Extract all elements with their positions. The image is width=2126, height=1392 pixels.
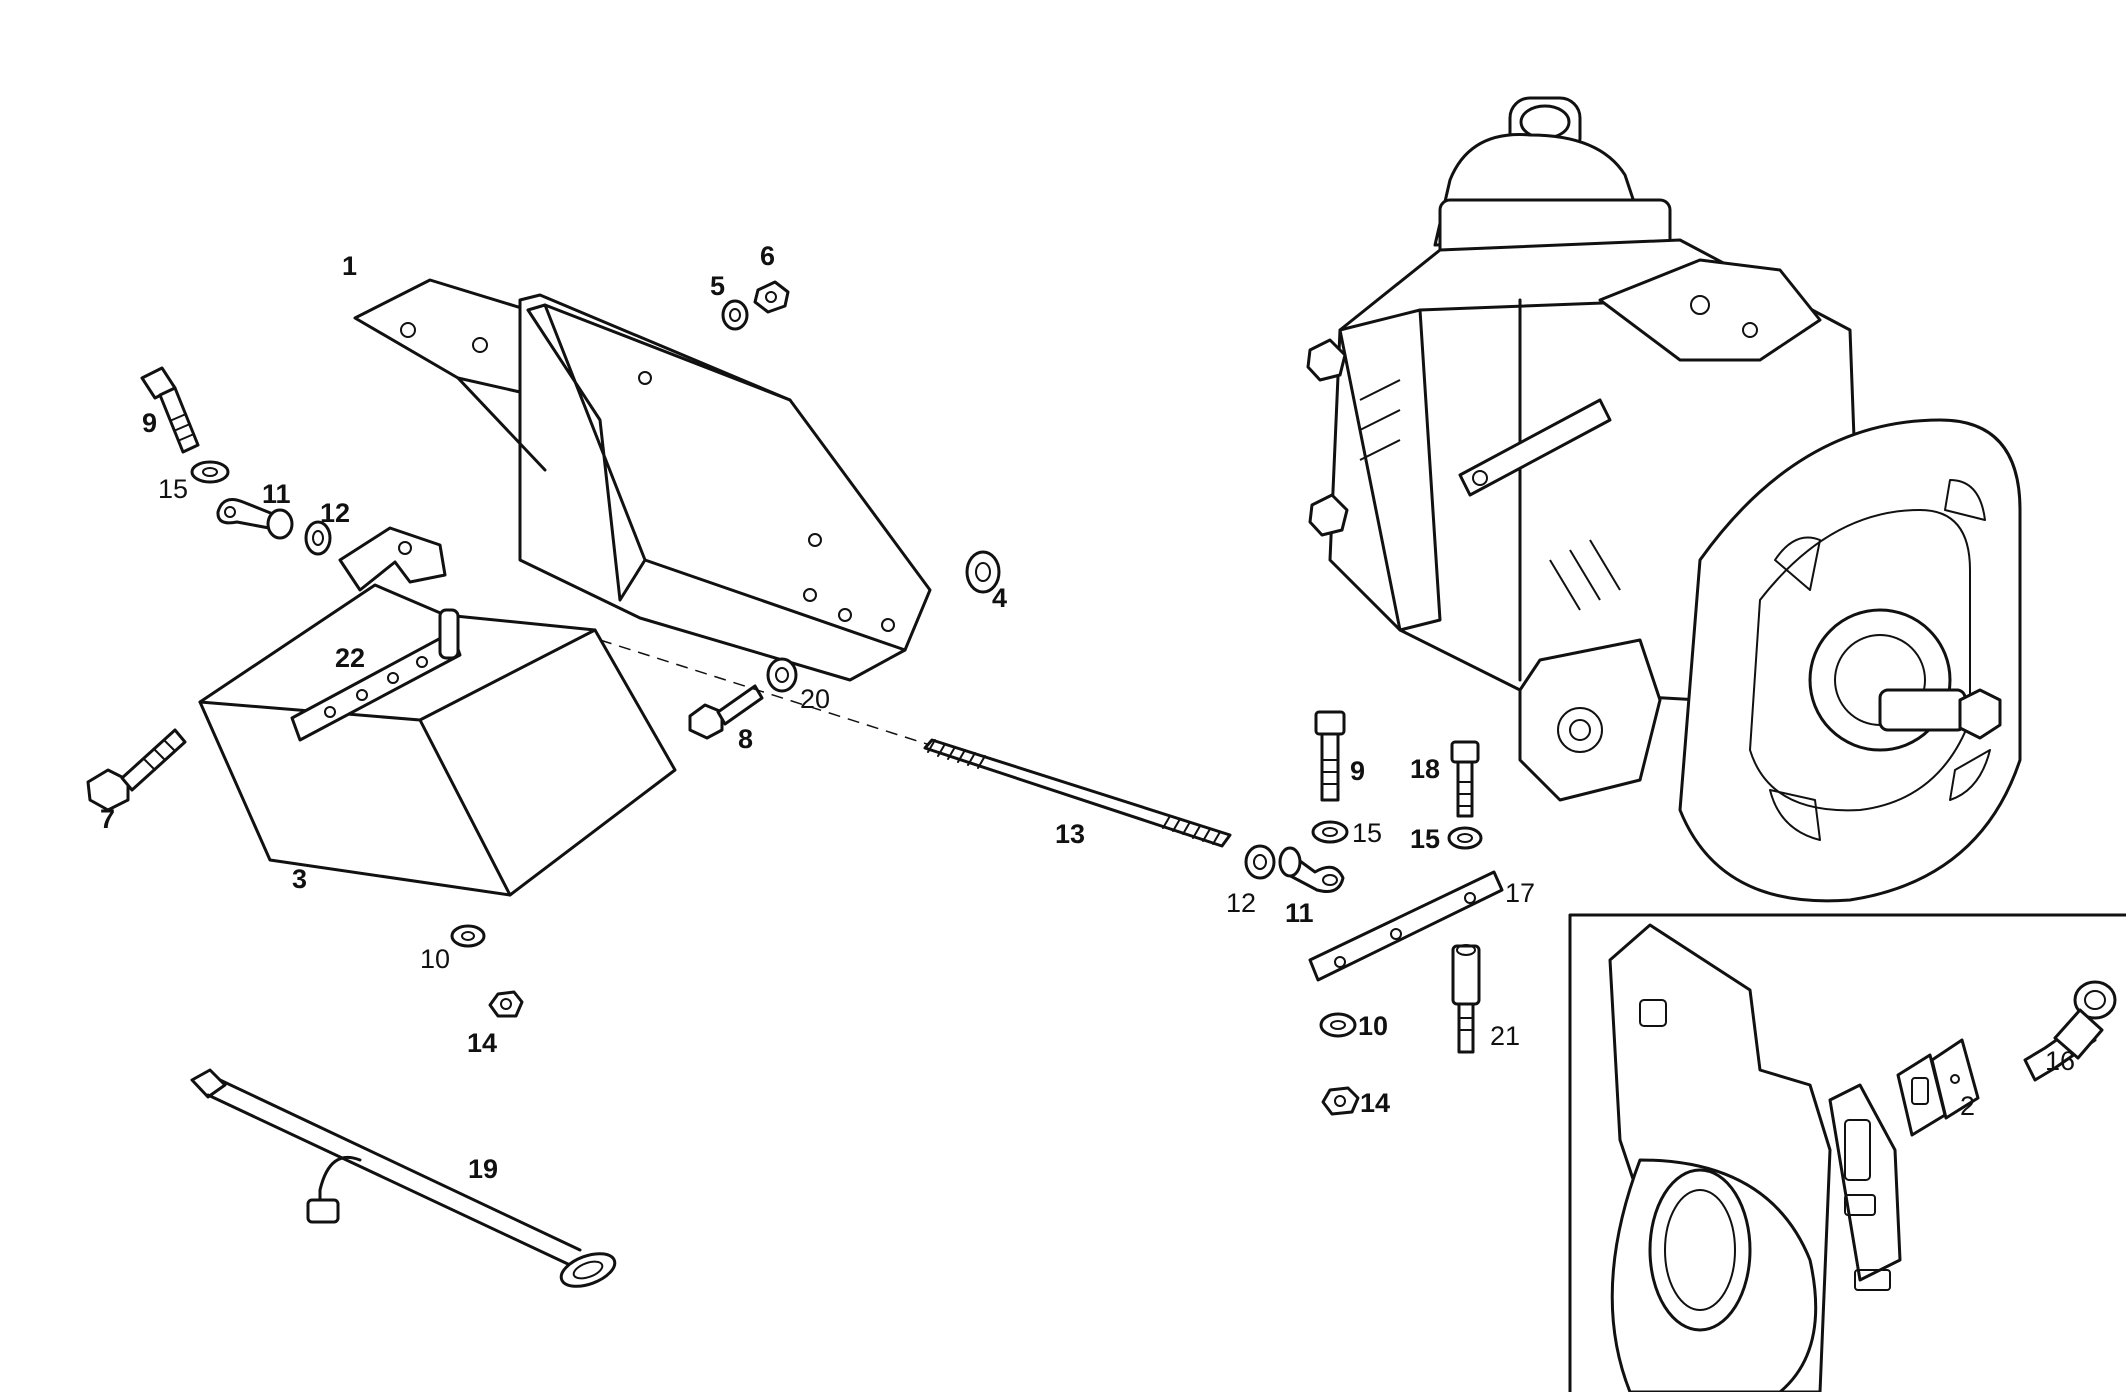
callout-14-left: 14 <box>467 1028 497 1058</box>
callout-9-right: 9 <box>1350 756 1365 786</box>
callout-17: 17 <box>1505 878 1535 908</box>
part-12-washer-right <box>1244 844 1276 880</box>
callout-21: 21 <box>1490 1021 1520 1051</box>
callout-11-left: 11 <box>262 479 291 509</box>
part-6-nut <box>753 280 790 314</box>
callout-12-left: 12 <box>320 498 350 528</box>
part-19-cable-harness <box>190 1068 617 1288</box>
part-10-washer-right <box>1319 1012 1357 1038</box>
callout-6: 6 <box>760 241 775 271</box>
callout-16: 16 <box>2045 1046 2075 1076</box>
callout-19: 19 <box>468 1154 498 1184</box>
callout-3: 3 <box>292 864 307 894</box>
callout-9-left: 9 <box>142 408 157 438</box>
part-10-washer-left <box>450 924 486 948</box>
part-18-bolt <box>1450 740 1480 818</box>
callout-5: 5 <box>710 271 725 301</box>
part-22-perforated-link <box>290 608 462 742</box>
alignment-line <box>599 639 931 746</box>
part-14-nut-left <box>488 990 524 1018</box>
callout-1: 1 <box>342 251 357 281</box>
part-3-cover-box <box>198 526 677 897</box>
callout-10-right: 10 <box>1358 1011 1388 1041</box>
part-15-washer-right-b <box>1447 826 1483 850</box>
part-16-fitting <box>2023 980 2117 1082</box>
callout-4: 4 <box>992 583 1007 613</box>
part-9-bolt-left <box>140 366 200 454</box>
part-2-gasket-plate <box>1896 1038 1980 1137</box>
part-8-bolt <box>688 684 764 740</box>
callout-18: 18 <box>1410 754 1440 784</box>
part-5-washer <box>721 299 749 331</box>
callout-14-right: 14 <box>1360 1088 1390 1118</box>
callout-15-right-b: 15 <box>1410 824 1440 854</box>
part-21-standoff <box>1451 944 1481 1054</box>
callout-13: 13 <box>1055 819 1085 849</box>
part-17-strap <box>1308 870 1504 982</box>
part-9-bolt-right <box>1314 710 1346 802</box>
part-13-threaded-rod <box>923 738 1232 848</box>
part-15-washer-left <box>190 460 230 484</box>
part-14-nut-right <box>1321 1086 1360 1116</box>
callout-8: 8 <box>738 724 753 754</box>
inset-detail-panel <box>1568 913 2126 1392</box>
injection-pump-assembly <box>1306 96 2022 903</box>
callout-15-right-a: 15 <box>1352 818 1382 848</box>
callout-10-left: 10 <box>420 944 450 974</box>
part-4-bushing <box>965 550 1001 594</box>
callout-11-right: 11 <box>1285 898 1314 928</box>
part-1-bracket <box>353 278 932 682</box>
callout-22: 22 <box>335 643 365 673</box>
part-11-eye-terminal-left <box>216 498 294 540</box>
callout-2: 2 <box>1960 1091 1975 1121</box>
part-20-washer <box>766 657 798 693</box>
part-15-washer-right-a <box>1311 820 1349 844</box>
callout-12-right: 12 <box>1226 888 1256 918</box>
callout-15-left: 15 <box>158 474 188 504</box>
part-7-bolt <box>86 728 187 812</box>
callout-7: 7 <box>100 804 115 834</box>
part-11-eye-terminal-right <box>1278 846 1345 893</box>
part-12-washer-left <box>304 520 332 556</box>
callout-20: 20 <box>800 684 830 714</box>
